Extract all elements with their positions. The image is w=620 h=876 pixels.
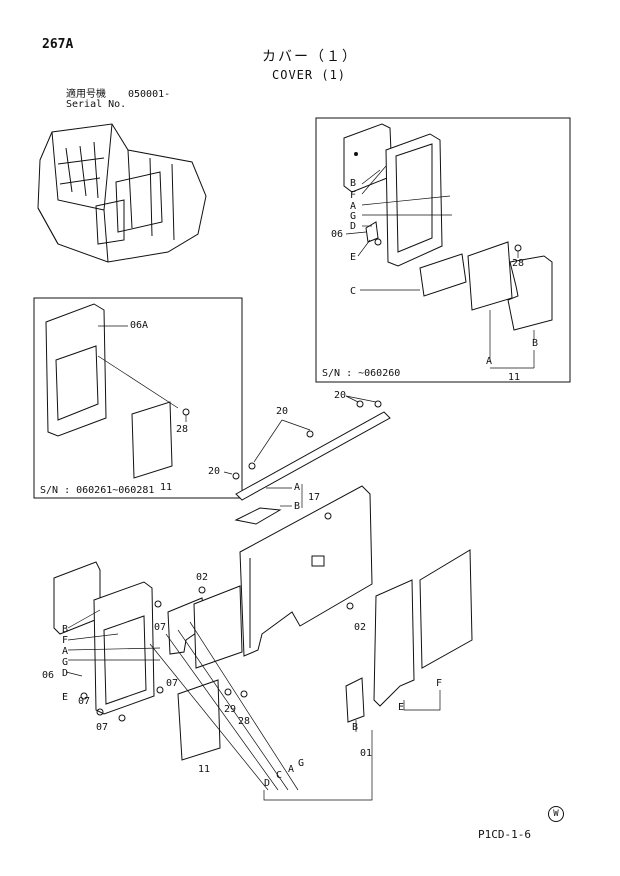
callout-11: 11: [160, 482, 172, 493]
callout-A: A: [350, 201, 356, 212]
callout-A: A: [486, 356, 492, 367]
callout-B: B: [62, 624, 68, 635]
callout-E: E: [398, 702, 404, 713]
callout-D: D: [62, 668, 68, 679]
callout-06: 06: [331, 229, 343, 240]
serial-value: 050001-: [128, 89, 171, 100]
title-english: COVER (1): [272, 68, 347, 82]
callout-D: D: [350, 221, 356, 232]
footer-code: P1CD-1-6: [478, 828, 531, 841]
callout-17: 17: [308, 492, 320, 503]
callout-B: B: [350, 178, 356, 189]
callout-B: B: [532, 338, 538, 349]
callout-07: 07: [78, 696, 90, 707]
callout-07: 07: [166, 678, 178, 689]
excavator-sketch: [37, 123, 207, 263]
callout-07: 07: [96, 722, 108, 733]
inset-left: 06A 28 11 S/N : 060261~060281: [33, 297, 243, 499]
callout-G: G: [62, 657, 68, 668]
callout-F: F: [436, 678, 442, 689]
page-number: 267A: [42, 37, 74, 52]
serial-label-japanese: 適用号機: [66, 89, 106, 100]
callout-A: A: [62, 646, 68, 657]
callout-C: C: [350, 286, 356, 297]
callout-20: 20: [276, 406, 288, 417]
serial-note-top-right: S/N : ~060260: [322, 368, 400, 379]
callout-C: C: [276, 770, 282, 781]
callout-B: B: [294, 501, 300, 512]
callout-D: D: [264, 778, 270, 789]
serial-note-left: S/N : 060261~060281: [40, 485, 154, 496]
callout-20: 20: [334, 390, 346, 401]
callout-G: G: [298, 758, 304, 769]
callout-28: 28: [176, 424, 188, 435]
callout-02: 02: [354, 622, 366, 633]
callout-A: A: [294, 482, 300, 493]
title-japanese: カバー（１）: [262, 49, 358, 65]
callout-F: F: [62, 635, 68, 646]
callout-11: 11: [198, 764, 210, 775]
inset-top-right: B F A G D 06 E C 28 A B 11 S/N : ~060260: [315, 117, 571, 383]
callout-20: 20: [208, 466, 220, 477]
callout-A: A: [288, 764, 294, 775]
callout-G: G: [350, 211, 356, 222]
callout-E: E: [62, 692, 68, 703]
callout-01: 01: [360, 748, 372, 759]
main-assembly: 20 20 20 A B 17: [42, 390, 473, 801]
callout-29: 29: [224, 704, 236, 715]
callout-F: F: [350, 190, 356, 201]
callout-E: E: [350, 252, 356, 263]
callout-B: B: [352, 722, 358, 733]
callout-06A: 06A: [130, 320, 148, 331]
w-mark-icon: W: [548, 806, 564, 822]
callout-02: 02: [196, 572, 208, 583]
callout-11: 11: [508, 372, 520, 383]
callout-07: 07: [154, 622, 166, 633]
serial-label-english: Serial No.: [66, 99, 127, 110]
callout-28: 28: [512, 258, 524, 269]
callout-28: 28: [238, 716, 250, 727]
callout-06: 06: [42, 670, 54, 681]
